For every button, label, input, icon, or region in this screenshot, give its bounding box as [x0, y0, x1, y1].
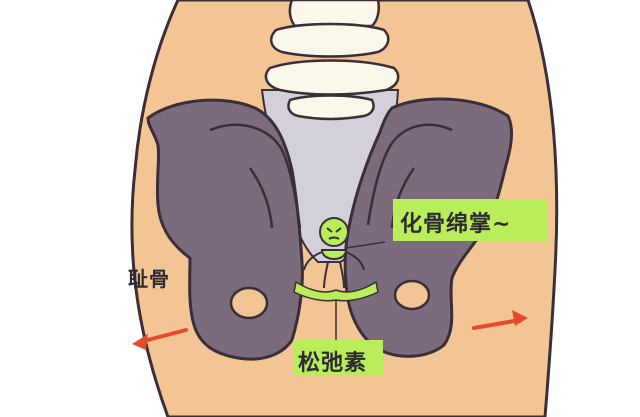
pelvic-contours [209, 123, 453, 229]
pubic-bone-label: 耻骨 [128, 267, 170, 291]
outward-arrow-icon [132, 310, 528, 350]
speech-bubble-background [393, 199, 547, 241]
relaxin-character-icon [303, 217, 386, 289]
right-obturator-hole [393, 279, 431, 311]
relaxin-label-background [293, 340, 383, 376]
vertebra-stack-icon [264, 0, 400, 121]
left-obturator-hole [229, 286, 269, 320]
relaxin-band [293, 280, 379, 302]
speech-label: 化骨绵掌~ [400, 212, 512, 237]
relaxin-label: 松弛素 [298, 351, 368, 376]
